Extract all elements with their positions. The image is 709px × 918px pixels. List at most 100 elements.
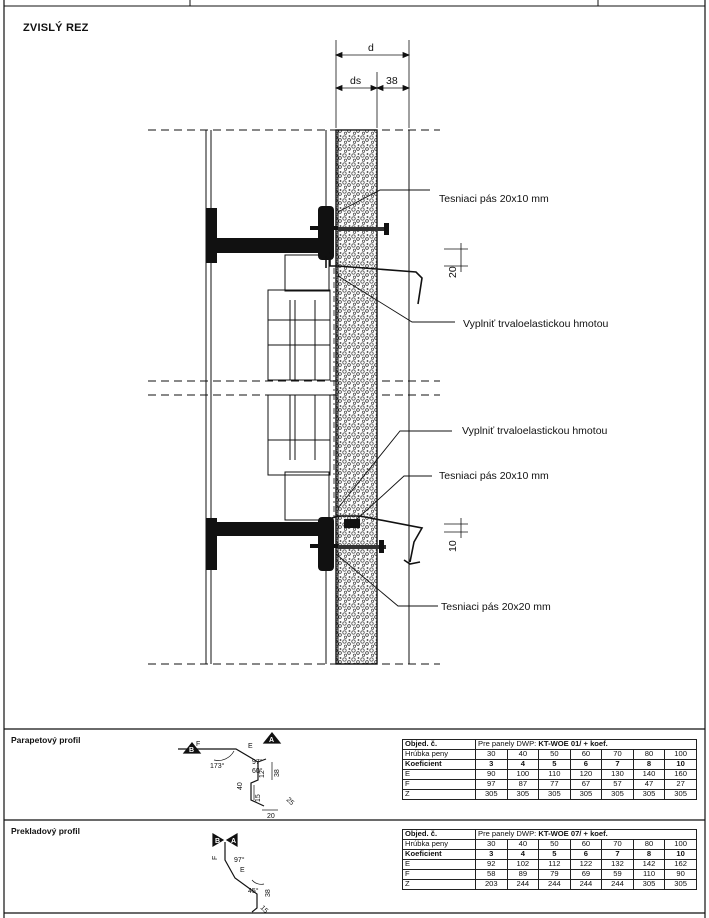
spec-cell: 110: [632, 869, 666, 880]
spec-cell: 4: [506, 849, 540, 860]
spec-cell: 100: [664, 749, 697, 760]
svg-text:38: 38: [265, 889, 272, 897]
spec-header-code: KT-WOE 01/ + koef.: [538, 739, 608, 749]
svg-text:40: 40: [237, 782, 244, 790]
spec-cell: 10: [664, 759, 697, 770]
spec-cell: 6: [569, 849, 603, 860]
spec-cell: 305: [664, 879, 697, 890]
spec-cell: 70: [601, 839, 634, 850]
lintel-profile-sketch: [212, 832, 265, 913]
upper-flashing: [325, 252, 423, 305]
spec-cell: 67: [569, 779, 603, 790]
spec-row-key: Z: [402, 879, 476, 890]
spec-cell: 142: [632, 859, 666, 870]
callout-seal-upper: Tesniaci pás 20x10 mm: [439, 193, 549, 205]
spec-row-key: E: [402, 769, 476, 780]
spec-header-key: Objed. č.: [402, 829, 476, 840]
spec-cell: 160: [664, 769, 697, 780]
spec-cell: 305: [538, 789, 571, 800]
spec-cell: 60: [569, 749, 603, 760]
spec-cell: 30: [475, 749, 508, 760]
dim-ds-label: ds: [350, 75, 361, 87]
spec-row-key: F: [402, 779, 476, 790]
spec-cell: 8: [632, 759, 666, 770]
sheet-frame: [3, 0, 706, 918]
svg-text:A: A: [231, 838, 236, 845]
svg-text:12: 12: [259, 770, 266, 778]
spec-cell: 5: [538, 759, 571, 770]
dimension-20: [444, 243, 468, 272]
callout-seal-middle: Tesniaci pás 20x10 mm: [439, 470, 549, 482]
spec-row-key: E: [402, 859, 476, 870]
spec-row-key: F: [402, 869, 476, 880]
spec-header-row: Objed. č.Pre panely DWP: KT-WOE 01/ + ko…: [402, 739, 697, 750]
callout-seal-lower: Tesniaci pás 20x20 mm: [441, 601, 551, 613]
spec-cell: 305: [569, 789, 603, 800]
dim-38-label: 38: [386, 75, 398, 87]
spec-cell: 100: [664, 839, 697, 850]
svg-text:97°: 97°: [234, 856, 245, 864]
spec-cell: 203: [475, 879, 508, 890]
leader-lines: [335, 189, 455, 607]
spec-cell: 79: [538, 869, 571, 880]
spec-cell: 244: [601, 879, 634, 890]
dim-10-label: 10: [447, 540, 459, 552]
spec-row-key: Hrúbka peny: [402, 749, 476, 760]
spec-cell: 120: [569, 769, 603, 780]
spec-cell: 59: [601, 869, 634, 880]
callout-fill-lower: Vyplniť trvaloelastickou hmotou: [462, 425, 608, 437]
spec-cell: 70: [601, 749, 634, 760]
spec-cell: 50: [538, 749, 571, 760]
spec-row-key: Hrúbka peny: [402, 839, 476, 850]
svg-text:F: F: [212, 856, 219, 860]
svg-text:60°: 60°: [252, 767, 263, 775]
spec-header-key: Objed. č.: [402, 739, 476, 750]
parapet-spec-table: Objed. č.Pre panely DWP: KT-WOE 01/ + ko…: [402, 739, 697, 800]
spec-cell: 5: [538, 849, 571, 860]
svg-text:B: B: [215, 838, 220, 845]
spec-cell: 60: [569, 839, 603, 850]
break-lines: [148, 129, 440, 665]
spec-cell: 57: [601, 779, 634, 790]
svg-text:38: 38: [274, 769, 281, 777]
dimension-10: [444, 518, 468, 538]
spec-cell: 112: [538, 859, 571, 870]
spec-cell: 80: [632, 839, 666, 850]
spec-row-key: Z: [402, 789, 476, 800]
spec-cell: 97: [475, 779, 508, 790]
spec-cell: 87: [506, 779, 540, 790]
spec-cell: 80: [632, 749, 666, 760]
spec-cell: 90: [664, 869, 697, 880]
spec-cell: 110: [538, 769, 571, 780]
spec-cell: 4: [506, 759, 540, 770]
spec-cell: 305: [664, 789, 697, 800]
upper-steel-profile: [206, 206, 389, 263]
spec-header-value: Pre panely DWP: KT-WOE 01/ + koef.: [475, 739, 697, 750]
lintel-profile-title: Prekladový profil: [11, 826, 80, 836]
spec-cell: 305: [506, 789, 540, 800]
svg-text:E: E: [240, 867, 245, 874]
spec-cell: 8: [632, 849, 666, 860]
spec-cell: 162: [664, 859, 697, 870]
spec-cell: 27: [664, 779, 697, 790]
callout-fill-upper: Vyplniť trvaloelastickou hmotou: [463, 318, 609, 330]
spec-cell: 305: [632, 879, 666, 890]
spec-header-row: Objed. č.Pre panely DWP: KT-WOE 07/ + ko…: [402, 829, 697, 840]
spec-cell: 50: [538, 839, 571, 850]
dim-20-label: 20: [447, 266, 459, 278]
spec-cell: 100: [506, 769, 540, 780]
spec-cell: 244: [506, 879, 540, 890]
spec-cell: 244: [569, 879, 603, 890]
spec-header-value: Pre panely DWP: KT-WOE 07/ + koef.: [475, 829, 697, 840]
spec-cell: 3: [475, 759, 508, 770]
